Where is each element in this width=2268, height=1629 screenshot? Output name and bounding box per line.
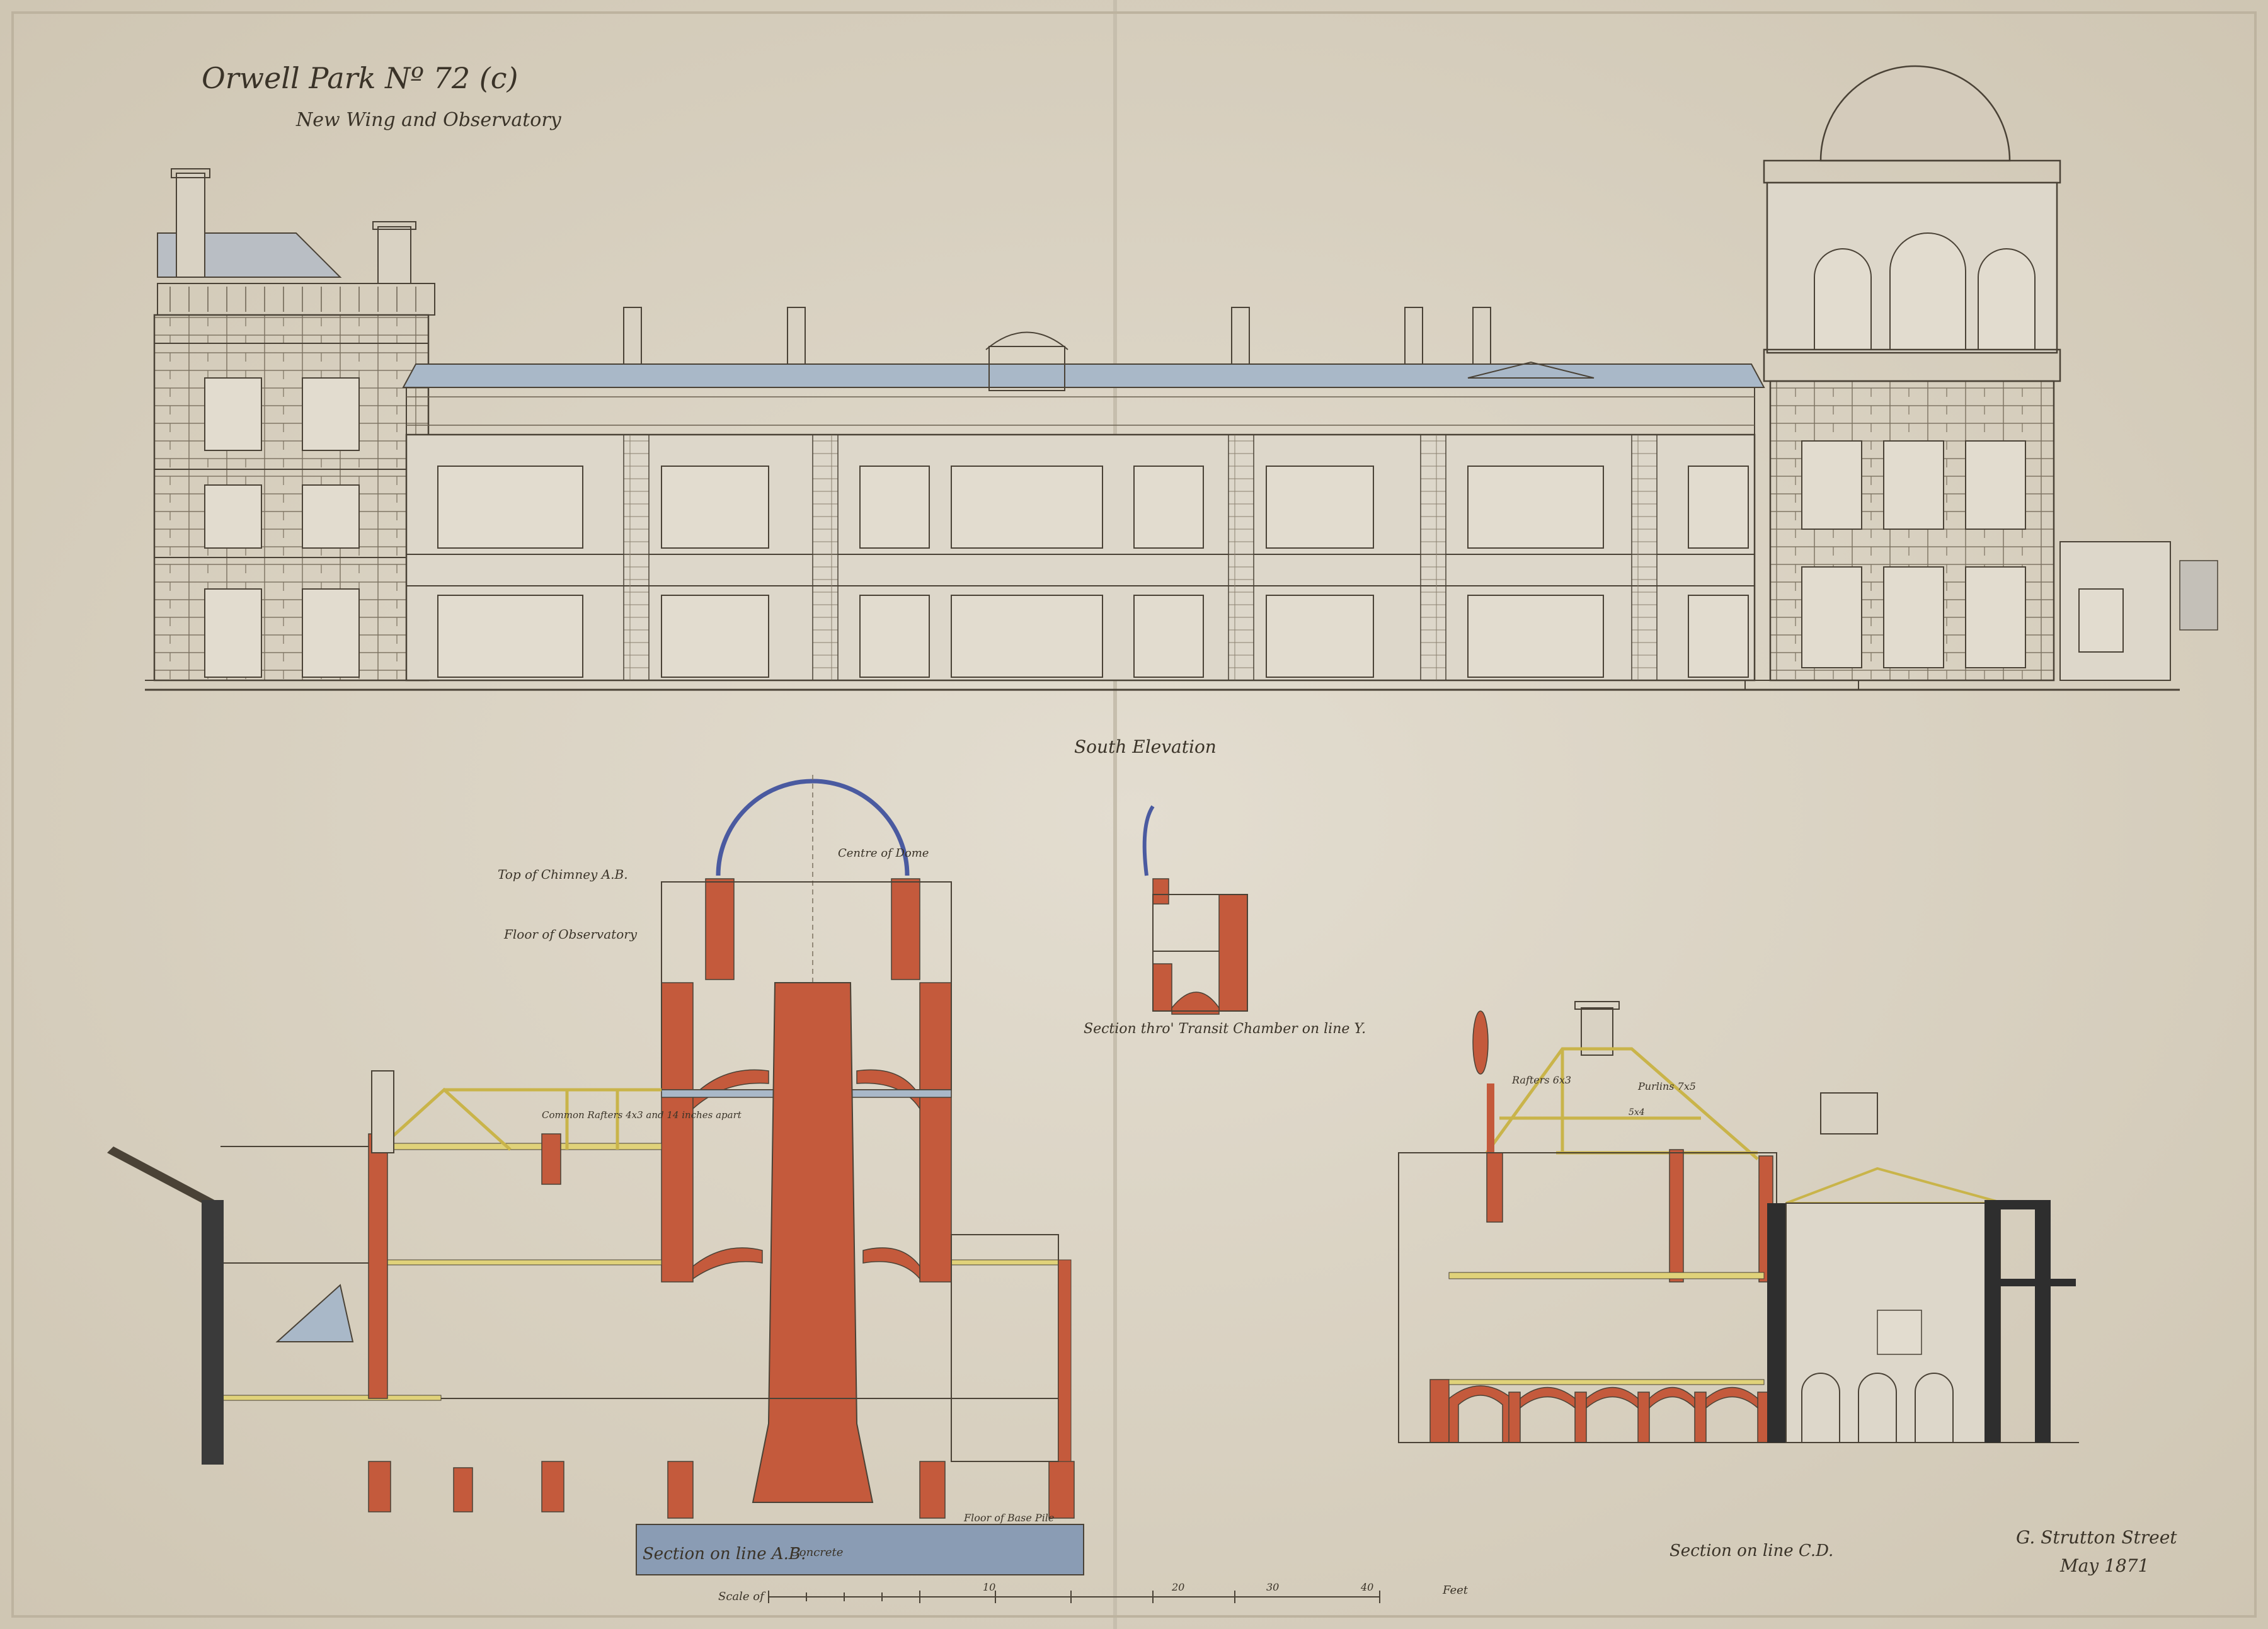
scale-bar: Scale of 10 20 30 40 Feet [718,1581,1469,1603]
annotation-centre-dome: Centre of Dome [838,847,929,860]
scale-tick-10: 10 [983,1581,995,1593]
tower-dome [1819,65,2011,162]
annotation-floor-observatory: Floor of Observatory [503,927,638,942]
annotation-rafters: Rafters 6x3 [1511,1074,1571,1086]
annotation-purlins: Purlins 7x5 [1637,1080,1696,1092]
transit-label: Section thro' Transit Chamber on line Y. [1084,1021,1366,1037]
scale-tick-20: 20 [1171,1581,1184,1593]
section-cd-label: Section on line C.D. [1670,1541,1833,1560]
observatory-dome [716,779,910,876]
observatory-tower [1744,65,2218,690]
section-cd: Rafters 6x3 Purlins 7x5 5x4 Section on l… [1398,1001,2079,1560]
annotation-common-rafters: Common Rafters 4x3 and 14 inches apart [542,1109,742,1121]
annotation-floor-level: Floor of Base Pile [963,1512,1054,1524]
south-elevation: South Elevation [145,65,2218,757]
central-pediment [1467,361,1595,379]
central-dormer [988,346,1065,391]
sheet-subtitle: New Wing and Observatory [295,109,562,131]
annotation-tie: 5x4 [1629,1107,1645,1117]
transit-chamber-section: Section thro' Transit Chamber on line Y. [1084,805,1366,1037]
left-wing-body [153,314,430,682]
section-ab-label: Section on line A.B. [643,1545,806,1563]
left-wing [153,168,435,682]
outbuilding-roof [107,1146,220,1209]
left-section-chimney [371,1070,394,1153]
section-ab: Concrete Top of Chimney A.B. Floor of Ob… [107,775,1084,1575]
scale-unit: Feet [1442,1584,1469,1597]
left-chimney-2 [377,226,411,284]
main-chimneys [623,307,1491,365]
scale-label: Scale of [718,1590,766,1603]
left-chimney [176,173,205,278]
roof-trusses-ab [377,1087,662,1151]
transit-dome [1142,805,1155,876]
window-bays [437,466,1749,678]
border [11,11,2257,1618]
concrete-base [636,1524,1084,1575]
sheet-title: Orwell Park Nº 72 (c) [202,61,518,95]
main-range [402,307,1765,682]
concrete-label: Concrete [791,1546,843,1559]
dark-wall [1767,1203,1786,1443]
elevation-label: South Elevation [1074,736,1217,757]
outbuilding [202,1200,224,1465]
signature: G. Strutton Street [2016,1527,2177,1548]
annotation-top-chimney: Top of Chimney A.B. [498,867,628,882]
main-roof [402,363,1765,388]
scale-tick-40: 40 [1360,1581,1373,1593]
telescope-pier [752,982,874,1503]
date: May 1871 [2059,1555,2149,1576]
scale-tick-30: 30 [1266,1581,1279,1593]
